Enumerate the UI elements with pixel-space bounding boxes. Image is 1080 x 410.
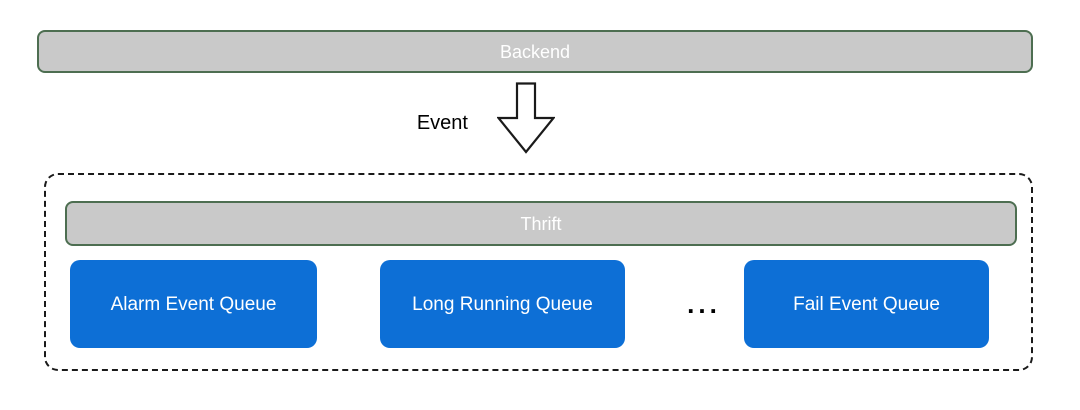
more-queues-ellipsis: ...	[687, 288, 721, 319]
fail-event-queue-label: Fail Event Queue	[793, 293, 940, 315]
backend-node: Backend	[37, 30, 1033, 73]
long-running-queue-node: Long Running Queue	[380, 260, 625, 348]
down-arrow-icon	[497, 82, 555, 154]
thrift-label: Thrift	[520, 213, 562, 234]
thrift-group-container: Thrift Alarm Event Queue Long Running Qu…	[44, 173, 1033, 371]
long-running-queue-label: Long Running Queue	[412, 293, 593, 315]
thrift-node: Thrift	[65, 201, 1017, 246]
event-label: Event	[416, 112, 468, 134]
fail-event-queue-node: Fail Event Queue	[744, 260, 989, 348]
alarm-event-queue-label: Alarm Event Queue	[110, 293, 277, 315]
backend-label: Backend	[499, 41, 571, 62]
alarm-event-queue-node: Alarm Event Queue	[70, 260, 317, 348]
